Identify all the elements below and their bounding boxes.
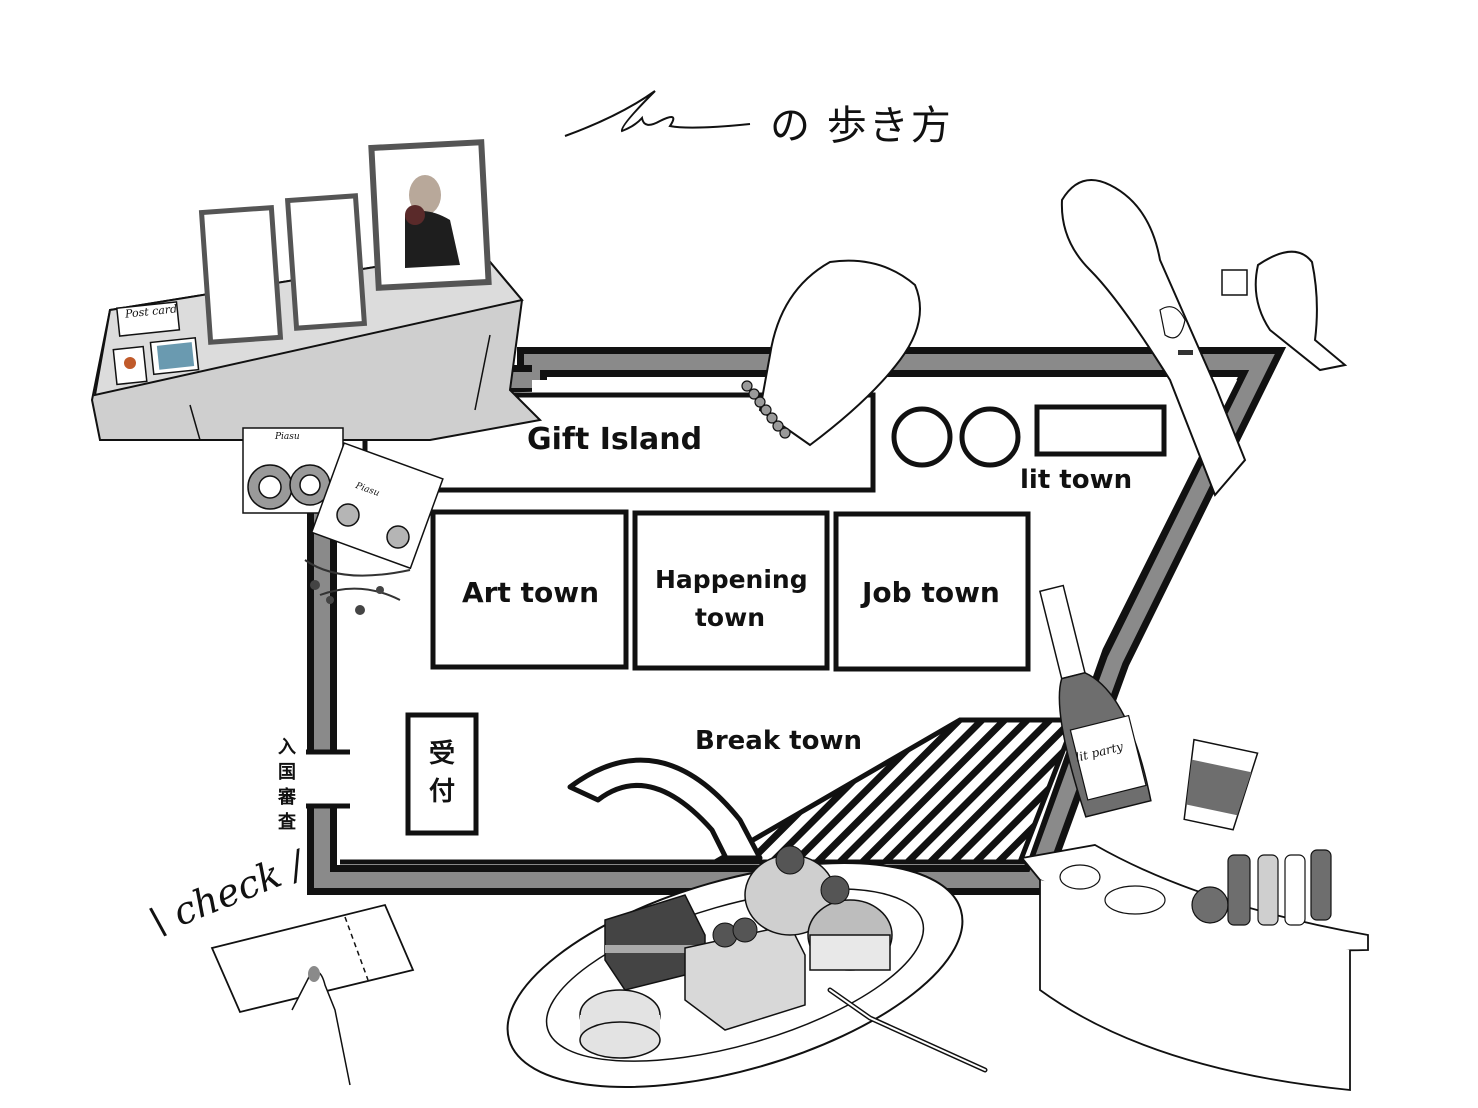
art-town-label: Art town xyxy=(462,576,600,609)
reception-label: 受 付 xyxy=(408,715,476,833)
lit-town-circle xyxy=(959,406,1021,468)
lit-town-circle xyxy=(891,406,953,468)
immigration-char: 審 xyxy=(278,787,296,808)
lit-town-rect xyxy=(1034,404,1167,457)
break-town-label: Break town xyxy=(695,726,862,756)
exhibit-table xyxy=(90,139,543,441)
happening-town-label-line1: Happening xyxy=(655,565,808,594)
happening-town-label-line2: town xyxy=(694,603,766,632)
happening-town-zone xyxy=(632,510,830,671)
immigration-char: 入 xyxy=(278,737,296,758)
hand-bracelet-illustration xyxy=(741,259,921,447)
happening-town-label: Happening town xyxy=(655,561,808,637)
lit-signature-logo xyxy=(564,90,751,137)
bar-counter-illustration xyxy=(1020,844,1369,1091)
reception-char: 受 xyxy=(428,739,455,769)
reception-char: 付 xyxy=(428,777,455,807)
immigration-label: 入 国 審 査 xyxy=(272,735,302,835)
job-town-zone xyxy=(833,511,1031,672)
break-town-counter xyxy=(567,757,763,861)
champagne-bottle-illustration xyxy=(1039,584,1152,818)
art-town-zone xyxy=(430,509,629,670)
earring-card-label: Piasu xyxy=(275,432,300,442)
ticket-illustration xyxy=(210,903,415,1086)
lit-town-label: lit town xyxy=(1020,465,1133,495)
glass-illustration xyxy=(1183,738,1259,831)
immigration-char: 査 xyxy=(278,812,296,833)
job-town-label: Job town xyxy=(862,576,1000,609)
gift-island-label: Gift Island xyxy=(527,422,703,457)
reception-zone xyxy=(405,712,479,836)
page-title: の 歩き方 xyxy=(770,103,953,149)
tattoo-arm-illustration xyxy=(1060,179,1348,497)
immigration-char: 国 xyxy=(278,762,296,783)
cake-plate-illustration xyxy=(506,845,988,1088)
earring-cards xyxy=(242,427,444,615)
